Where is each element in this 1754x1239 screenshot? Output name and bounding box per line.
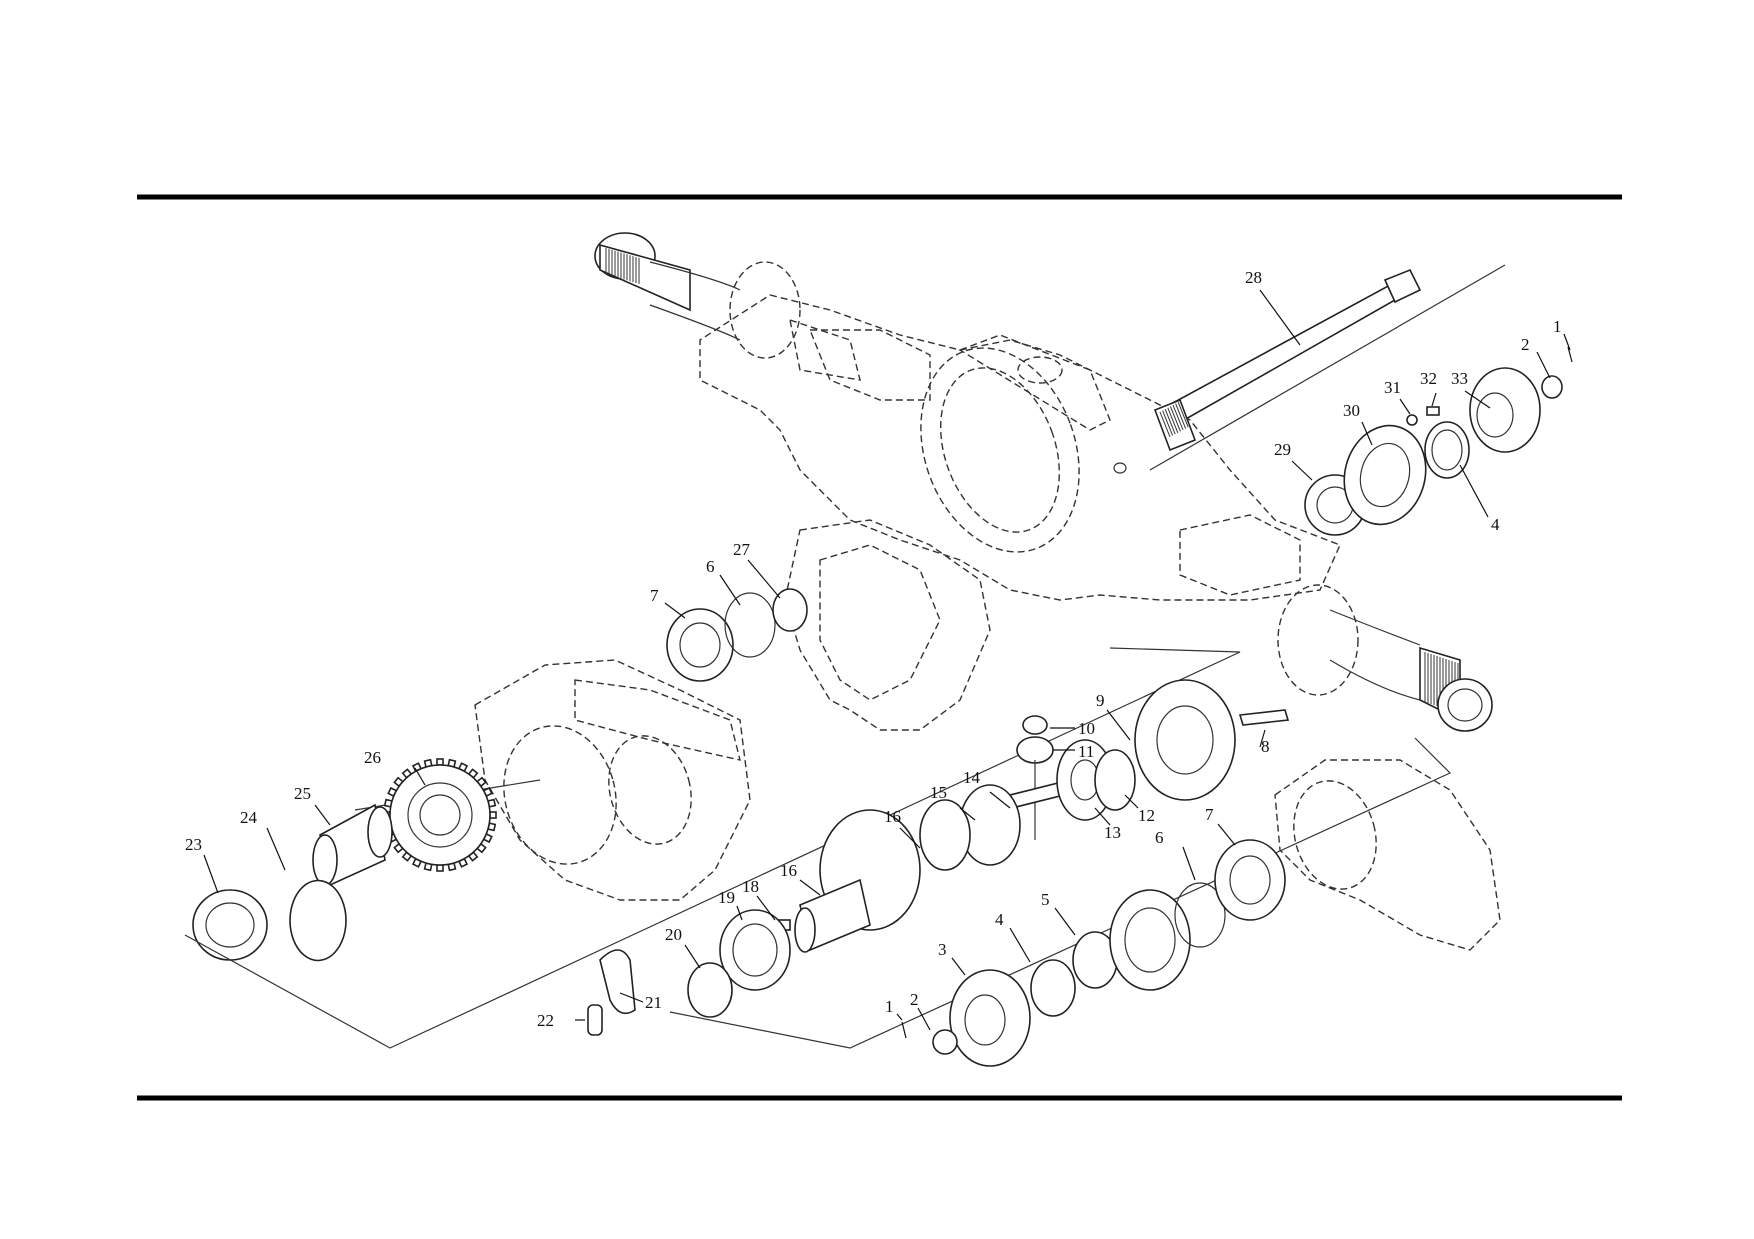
- callout-16-a: 16: [884, 807, 901, 826]
- snap-ring-24: [289, 879, 347, 962]
- thrust-12: [1094, 749, 1136, 811]
- callout-1-top: 1: [1553, 317, 1562, 336]
- bolt-8: [1238, 709, 1290, 726]
- retainer-30: [1343, 424, 1427, 526]
- carrier-plate: [784, 519, 991, 731]
- callout-30: 30: [1343, 401, 1360, 420]
- callout-10: 10: [1078, 719, 1095, 738]
- callout-26: 26: [364, 748, 381, 767]
- callout-13: 13: [1104, 823, 1121, 842]
- fork-21: [599, 949, 636, 1015]
- callout-2-top: 2: [1521, 335, 1530, 354]
- seal-27: [772, 588, 808, 632]
- callout-3: 3: [938, 940, 947, 959]
- callout-24: 24: [240, 808, 258, 827]
- callout-5: 5: [1041, 890, 1050, 909]
- seal-20: [687, 962, 733, 1018]
- callout-25: 25: [294, 784, 311, 803]
- ring-6-right: [1174, 882, 1226, 948]
- pin-22: [587, 1004, 603, 1036]
- disc-16a: [919, 799, 971, 871]
- washer-10: [1022, 715, 1048, 735]
- nut-31: [1406, 414, 1418, 426]
- callout-1-bottom: 1: [885, 997, 894, 1016]
- seal-4-bottom: [1030, 959, 1076, 1017]
- callout-20: 20: [665, 925, 682, 944]
- callout-12: 12: [1138, 806, 1155, 825]
- callout-6-bottom: 6: [1155, 828, 1164, 847]
- nut-2-bottom: [932, 1029, 958, 1055]
- callout-32: 32: [1420, 369, 1437, 388]
- nut-2-top: [1541, 375, 1563, 399]
- housing-cover: [1274, 759, 1501, 951]
- callout-22: 22: [537, 1011, 554, 1030]
- callout-11: 11: [1078, 742, 1094, 761]
- bearing-23: [192, 889, 268, 961]
- callout-29: 29: [1274, 440, 1291, 459]
- callout-4-top: 4: [1491, 515, 1500, 534]
- lower-right-parts: [901, 839, 1286, 1067]
- callout-7-top: 7: [650, 586, 659, 605]
- bolt-32: [1426, 406, 1440, 416]
- callout-19: 19: [718, 888, 735, 907]
- bearing-7-right: [1214, 839, 1286, 921]
- callout-28: 28: [1245, 268, 1262, 287]
- callout-31: 31: [1384, 378, 1401, 397]
- retainer-bottom: [1109, 889, 1191, 991]
- pin-1-bottom: [901, 1021, 907, 1039]
- callout-4-bottom: 4: [995, 910, 1004, 929]
- callout-7-bottom: 7: [1205, 805, 1214, 824]
- bearing-7-left: [666, 608, 734, 682]
- callout-18: 18: [742, 877, 759, 896]
- ring-gear-26: [383, 758, 497, 872]
- callout-15: 15: [930, 783, 947, 802]
- axle-shaft: [1153, 268, 1422, 452]
- leader-lines: [203, 289, 1571, 1031]
- case-half-9: [1134, 679, 1236, 801]
- callout-27: 27: [733, 540, 751, 559]
- callout-33: 33: [1451, 369, 1468, 388]
- bearing-19: [719, 909, 791, 991]
- center-diff-parts: [587, 679, 1290, 1036]
- callout-6-top: 6: [706, 557, 715, 576]
- left-bearing-group: [666, 588, 808, 682]
- guide-box-left: [184, 647, 1241, 1049]
- callout-8: 8: [1261, 737, 1270, 756]
- callout-16-b: 16: [780, 861, 797, 880]
- ring-6-left: [724, 592, 776, 658]
- pinion-11: [1016, 736, 1054, 764]
- right-spindle: [1277, 584, 1493, 732]
- callout-2-bottom: 2: [910, 990, 919, 1009]
- callout-14: 14: [963, 768, 981, 787]
- pin-1-top: [1567, 346, 1573, 363]
- upper-right-parts: [1304, 346, 1573, 536]
- axle-housing: [594, 232, 1493, 732]
- hub-3: [949, 969, 1031, 1067]
- callout-21: 21: [645, 993, 662, 1012]
- callout-labels: 1 2 28 33 32 31 30 29 4 27 6 7 9 10 11 8…: [185, 268, 1562, 1030]
- callout-9: 9: [1096, 691, 1105, 710]
- sleeve-25: [312, 803, 393, 887]
- left-spindle: [594, 232, 801, 359]
- callout-23: 23: [185, 835, 202, 854]
- hub-33: [1469, 367, 1541, 453]
